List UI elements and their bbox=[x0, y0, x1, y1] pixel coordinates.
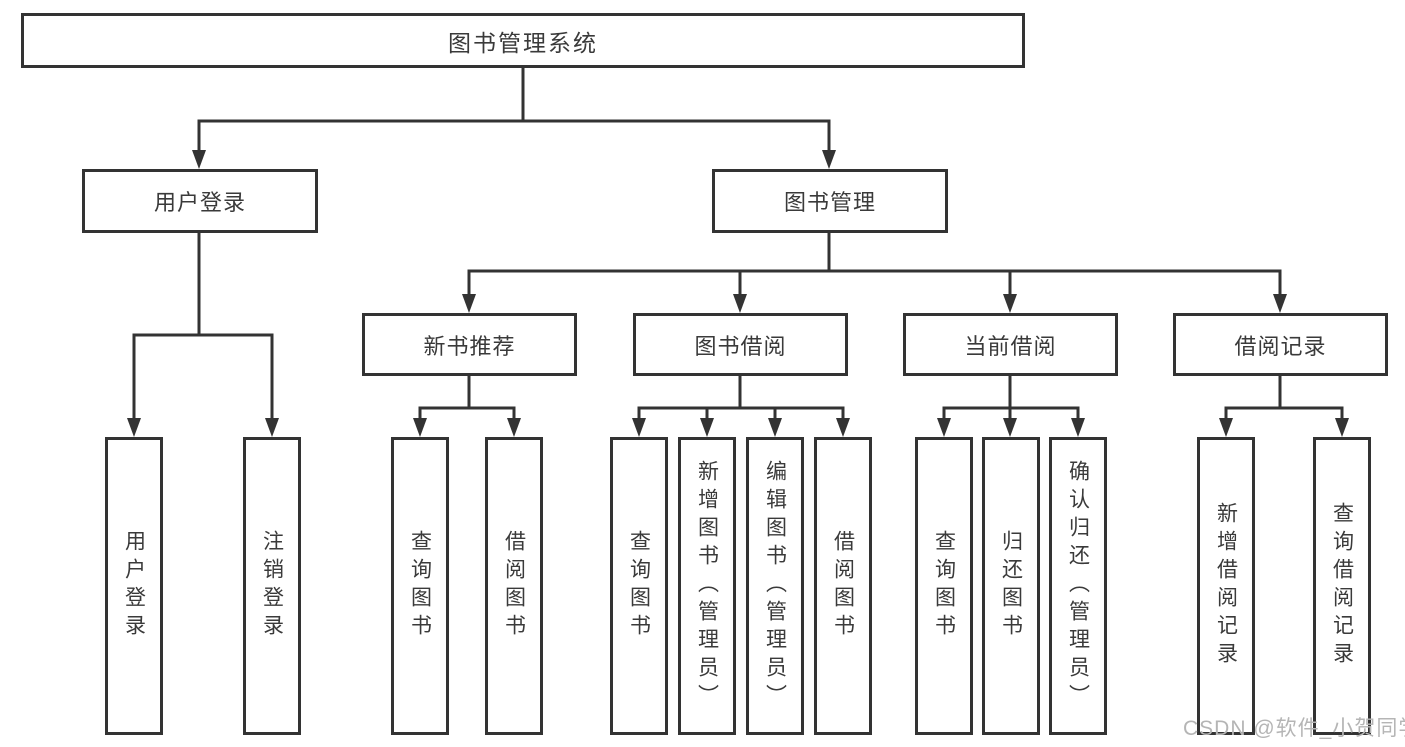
leaf-borrow-edit-books-admin: 编辑图书（管理员） bbox=[746, 437, 804, 735]
node-book-borrow: 图书借阅 bbox=[633, 313, 848, 376]
arrowhead bbox=[127, 418, 141, 437]
arrowhead bbox=[192, 150, 206, 169]
leaf-borrow-query-books-label: 查询图书 bbox=[627, 530, 651, 642]
node-root-label: 图书管理系统 bbox=[448, 29, 598, 56]
arrowhead bbox=[700, 418, 714, 437]
leaf-borrow-borrow-books-label: 借阅图书 bbox=[831, 530, 855, 642]
node-borrow-records: 借阅记录 bbox=[1173, 313, 1388, 376]
leaf-current-return-books-label: 归还图书 bbox=[999, 530, 1023, 642]
leaf-borrow-add-books-admin-label: 新增图书（管理员） bbox=[695, 460, 719, 712]
arrowhead bbox=[937, 418, 951, 437]
node-user-login: 用户登录 bbox=[82, 169, 318, 233]
leaf-borrow-add-books-admin: 新增图书（管理员） bbox=[678, 437, 736, 735]
node-current-borrow-label: 当前借阅 bbox=[964, 333, 1057, 359]
arrowhead bbox=[1273, 294, 1287, 313]
leaf-newbook-query-books: 查询图书 bbox=[391, 437, 449, 735]
leaf-user-login-label: 用户登录 bbox=[122, 530, 146, 642]
arrowhead bbox=[632, 418, 646, 437]
arrowhead bbox=[265, 418, 279, 437]
node-book-management: 图书管理 bbox=[712, 169, 948, 233]
arrowhead bbox=[1219, 418, 1233, 437]
arrowhead bbox=[768, 418, 782, 437]
node-new-book-recommend-label: 新书推荐 bbox=[423, 333, 516, 359]
connector-current-rail bbox=[942, 406, 1080, 422]
connector-borrow-rail bbox=[637, 406, 845, 422]
arrowhead bbox=[1335, 418, 1349, 437]
node-root: 图书管理系统 bbox=[21, 13, 1025, 68]
node-new-book-recommend: 新书推荐 bbox=[362, 313, 577, 376]
connector-level2-rail bbox=[197, 119, 831, 154]
node-book-borrow-label: 图书借阅 bbox=[694, 333, 787, 359]
arrowhead bbox=[822, 150, 836, 169]
arrowhead bbox=[413, 418, 427, 437]
node-current-borrow: 当前借阅 bbox=[903, 313, 1118, 376]
node-borrow-records-label: 借阅记录 bbox=[1234, 333, 1327, 359]
leaf-borrow-edit-books-admin-label: 编辑图书（管理员） bbox=[763, 460, 787, 712]
node-book-management-label: 图书管理 bbox=[783, 190, 876, 215]
arrowhead bbox=[1003, 418, 1017, 437]
leaf-records-query-record: 查询借阅记录 bbox=[1313, 437, 1371, 735]
leaf-borrow-borrow-books: 借阅图书 bbox=[814, 437, 872, 735]
csdn-watermark: CSDN @软件_小贺同学 bbox=[1183, 717, 1405, 740]
leaf-current-return-books: 归还图书 bbox=[982, 437, 1040, 735]
leaf-borrow-query-books: 查询图书 bbox=[610, 437, 668, 735]
leaf-current-query-books-label: 查询图书 bbox=[932, 530, 956, 642]
leaf-newbook-borrow-books: 借阅图书 bbox=[485, 437, 543, 735]
leaf-current-query-books: 查询图书 bbox=[915, 437, 973, 735]
connector-records-rail bbox=[1224, 406, 1344, 422]
leaf-records-query-record-label: 查询借阅记录 bbox=[1330, 502, 1354, 670]
leaf-current-confirm-return-admin: 确认归还（管理员） bbox=[1049, 437, 1107, 735]
leaf-records-add-record: 新增借阅记录 bbox=[1197, 437, 1255, 735]
leaf-current-confirm-return-admin-label: 确认归还（管理员） bbox=[1066, 460, 1090, 712]
leaf-logout: 注销登录 bbox=[243, 437, 301, 735]
leaf-newbook-query-books-label: 查询图书 bbox=[408, 530, 432, 642]
arrowhead bbox=[1003, 294, 1017, 313]
arrowhead bbox=[1071, 418, 1085, 437]
node-user-login-label: 用户登录 bbox=[153, 190, 246, 215]
leaf-newbook-borrow-books-label: 借阅图书 bbox=[502, 530, 526, 642]
connector-userlogin-rail bbox=[132, 333, 274, 422]
leaf-logout-label: 注销登录 bbox=[260, 530, 284, 642]
arrowhead bbox=[733, 294, 747, 313]
leaf-user-login: 用户登录 bbox=[105, 437, 163, 735]
leaf-records-add-record-label: 新增借阅记录 bbox=[1214, 502, 1238, 670]
arrowhead bbox=[836, 418, 850, 437]
arrowhead bbox=[507, 418, 521, 437]
arrowhead bbox=[462, 294, 476, 313]
connector-newbook-rail bbox=[418, 406, 516, 422]
connector-level3-rail bbox=[467, 269, 1282, 298]
